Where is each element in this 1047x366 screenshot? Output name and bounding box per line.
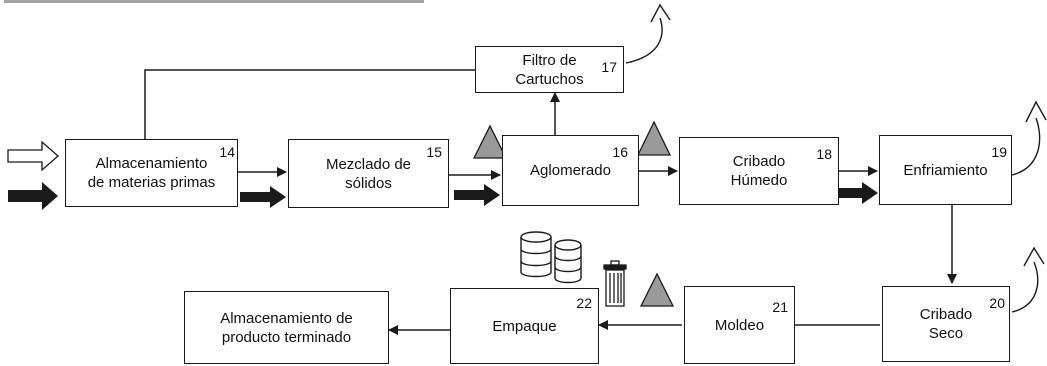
number-16: 16 (612, 144, 628, 160)
header-rule (4, 0, 424, 3)
solid-arrow-icon (8, 182, 58, 210)
label-empaque: Empaque (492, 317, 557, 335)
label-filtro-cartuchos: Filtro de Cartuchos (515, 51, 584, 88)
box-enfriamiento: Enfriamiento 19 (879, 135, 1012, 205)
box-mezclado-solidos: Mezclado de sólidos 15 (288, 139, 449, 208)
label-enfriamiento: Enfriamiento (903, 161, 988, 179)
label-moldeo: Moldeo (714, 316, 765, 334)
label-aglomerado: Aglomerado (530, 162, 611, 179)
solid-arrow-icon (838, 182, 878, 204)
box-moldeo: Moldeo 21 (684, 286, 795, 364)
number-21: 21 (772, 299, 788, 315)
triangle-hazard-icon (639, 272, 675, 307)
triangle-hazard-icon (636, 120, 672, 156)
label-almacenamiento-producto-terminado: Almacenamiento de producto terminado (220, 309, 353, 346)
box-almacenamiento-materias-primas: Almacenamiento de materias primas 14 (65, 139, 238, 207)
box-empaque: Empaque 22 (450, 288, 599, 364)
number-19: 19 (991, 144, 1007, 160)
number-15: 15 (426, 144, 442, 160)
curved-up-arrow-icon (1011, 246, 1045, 313)
box-almacenamiento-producto-terminado: Almacenamiento de producto terminado (184, 291, 389, 364)
label-cribado-humedo: Cribado Húmedo (730, 153, 788, 189)
storage-tanks-icon (520, 231, 582, 284)
solid-arrow-icon (240, 186, 286, 208)
box-aglomerado: Aglomerado 16 (502, 135, 639, 206)
curved-up-arrow-icon (625, 3, 671, 64)
connector-14-to-17 (144, 65, 491, 140)
label-almacenamiento-materias-primas: Almacenamiento de materias primas (87, 155, 216, 191)
solid-arrow-icon (454, 184, 500, 206)
open-arrow-icon (7, 140, 59, 172)
triangle-hazard-icon (472, 124, 508, 159)
box-filtro-cartuchos: Filtro de Cartuchos 17 (475, 46, 624, 93)
number-18: 18 (816, 146, 832, 162)
number-14: 14 (219, 144, 235, 160)
number-22: 22 (576, 295, 592, 311)
curved-up-arrow-icon (1011, 100, 1047, 176)
box-cribado-humedo: Cribado Húmedo 18 (679, 137, 839, 205)
label-mezclado-solidos: Mezclado de sólidos (325, 155, 412, 192)
number-20: 20 (989, 295, 1005, 311)
box-cribado-seco: Cribado Seco 20 (882, 286, 1010, 362)
trash-bin-icon (603, 260, 627, 307)
number-17: 17 (601, 59, 617, 75)
label-cribado-seco: Cribado Seco (919, 306, 973, 342)
